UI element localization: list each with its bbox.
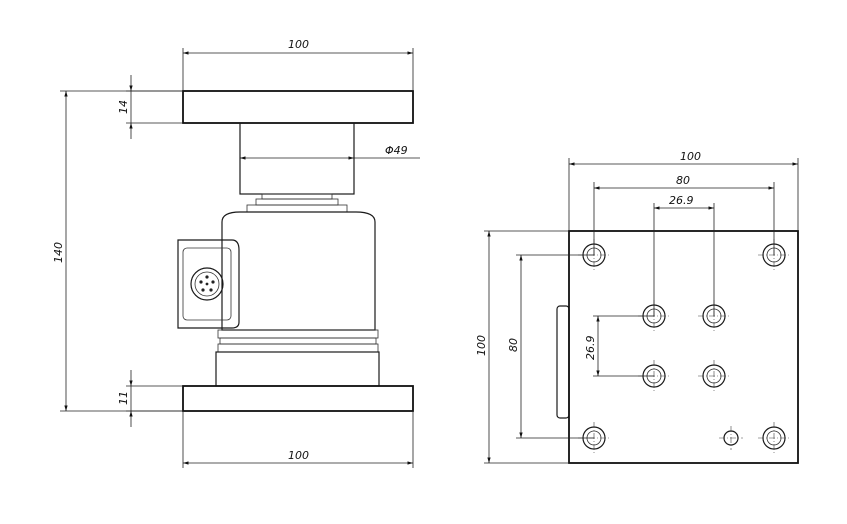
connector-housing: [177, 239, 240, 329]
bottom-plate: [182, 385, 414, 412]
dim-inner-spacing-x: 26.9: [669, 194, 694, 207]
neck-ring: [261, 193, 333, 200]
side-view: 100 14 Φ49 140 11 100: [52, 38, 420, 468]
dim-inner-spacing-y: 26.9: [584, 336, 597, 361]
dim-top-plate-width: 100: [288, 38, 309, 51]
neck-ring: [255, 198, 339, 206]
dim-bottom-plate-width: 100: [288, 449, 309, 462]
lower-ring: [219, 337, 377, 345]
dim-shaft-diameter: Φ49: [385, 144, 408, 157]
top-view: 100 80 26.9 100 80 26.9: [475, 150, 799, 464]
inner-hole-br-icon: [698, 360, 730, 392]
pin-hole-icon: [719, 426, 743, 450]
connector-pins-icon: [199, 275, 215, 292]
neck-ring: [246, 204, 348, 213]
dim-plate-width: 100: [680, 150, 701, 163]
connector-socket-icon: [190, 267, 224, 301]
top-plate: [182, 90, 414, 124]
load-cell-body: [221, 211, 376, 331]
dim-bottom-plate-thickness: 11: [117, 391, 130, 405]
dim-outer-spacing-x: 80: [676, 174, 690, 187]
lower-ring: [217, 343, 379, 353]
lower-body: [215, 351, 380, 387]
outer-hole-br-icon: [758, 422, 790, 454]
shaft: [239, 122, 355, 195]
dim-total-height: 140: [52, 242, 65, 263]
dim-top-plate-thickness: 14: [117, 100, 130, 114]
lower-ring: [217, 329, 379, 339]
mounting-holes: [578, 239, 790, 454]
dim-outer-spacing-y: 80: [507, 338, 520, 352]
connector-socket-inner: [194, 271, 220, 297]
connector-outline: [556, 305, 570, 419]
connector-face: [182, 247, 232, 321]
dim-plate-height: 100: [475, 335, 488, 356]
top-view-plate: [568, 230, 799, 464]
